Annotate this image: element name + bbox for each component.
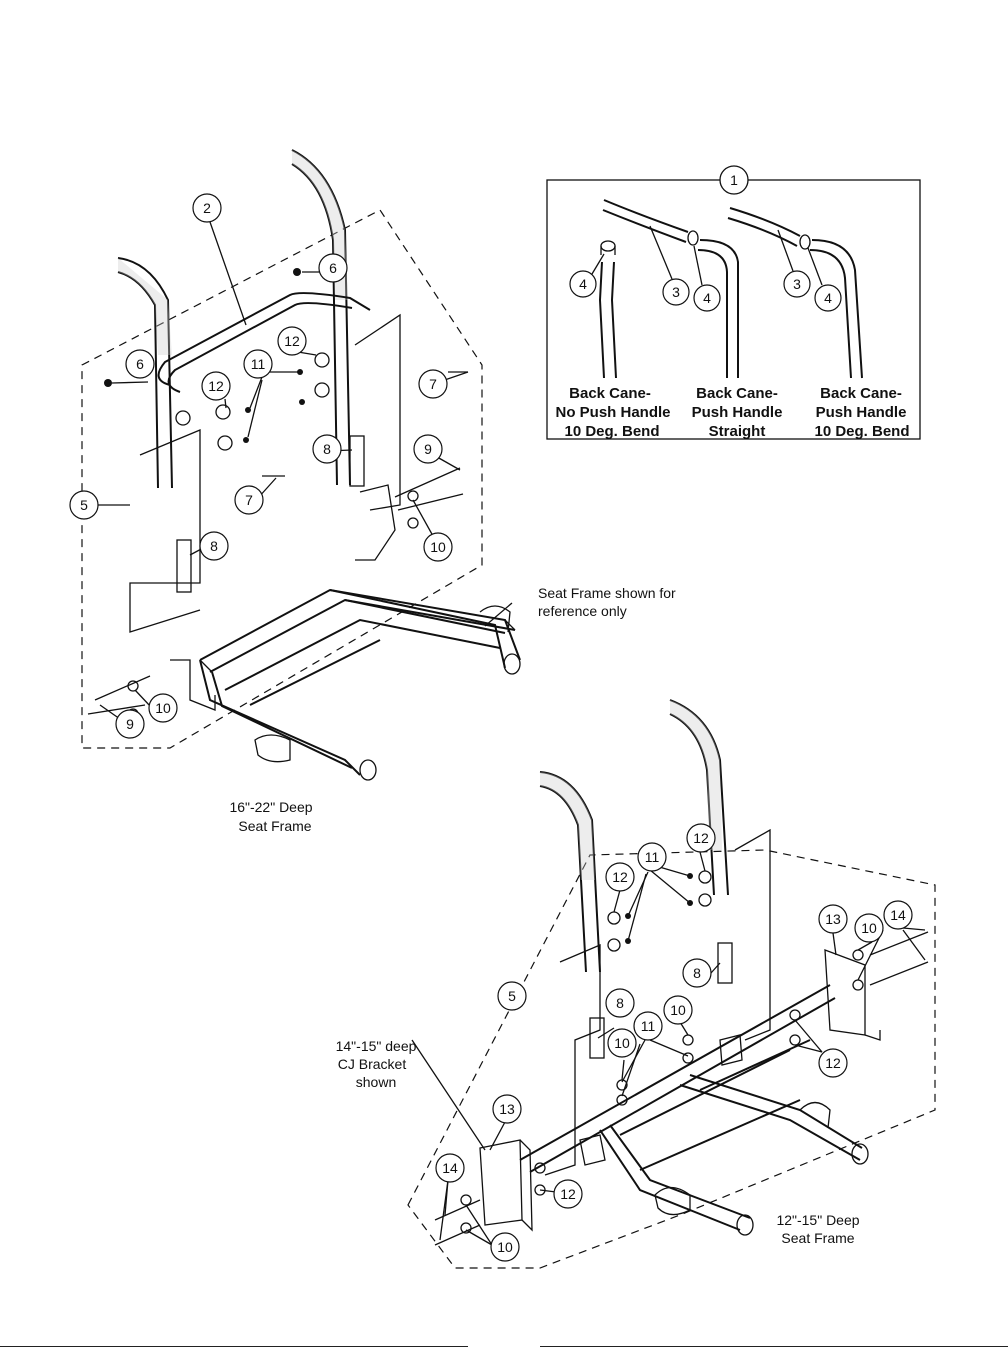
svg-text:10 Deg. Bend: 10 Deg. Bend bbox=[814, 423, 909, 440]
top-caption-line1: 16"-22" Deep bbox=[229, 799, 312, 815]
callout-14: 14 bbox=[890, 907, 906, 923]
seat-frame-bottom bbox=[519, 984, 869, 1236]
callout-6: 6 bbox=[329, 260, 337, 276]
callout-12: 12 bbox=[693, 830, 709, 846]
footer-rule-right bbox=[540, 1346, 1008, 1347]
callout-9: 9 bbox=[424, 441, 432, 457]
bracket-note-line2: CJ Bracket bbox=[338, 1056, 407, 1072]
callout-11: 11 bbox=[251, 356, 266, 372]
back-cane-inset: 1 4 3 bbox=[546, 165, 921, 440]
callout-10: 10 bbox=[155, 700, 171, 716]
inset-callouts: 4 3 4 3 4 bbox=[569, 225, 842, 312]
callout-12: 12 bbox=[612, 869, 628, 885]
callout-2: 2 bbox=[203, 200, 211, 216]
svg-text:Back Cane-: Back Cane- bbox=[696, 385, 778, 402]
svg-text:Back Cane-: Back Cane- bbox=[569, 385, 651, 402]
callout-10: 10 bbox=[861, 920, 877, 936]
callout-7: 7 bbox=[245, 492, 253, 508]
callout-10: 10 bbox=[497, 1239, 513, 1255]
svg-text:3: 3 bbox=[672, 284, 680, 300]
inset-callout-1: 1 bbox=[730, 172, 738, 188]
callout-14: 14 bbox=[442, 1160, 458, 1176]
seat-frame-top bbox=[170, 484, 521, 781]
callout-5: 5 bbox=[80, 497, 88, 513]
svg-text:Straight: Straight bbox=[709, 423, 766, 440]
callout-7: 7 bbox=[429, 376, 437, 392]
callout-10: 10 bbox=[670, 1002, 686, 1018]
callout-9: 9 bbox=[126, 716, 134, 732]
callout-13: 13 bbox=[499, 1101, 515, 1117]
svg-text:10 Deg. Bend: 10 Deg. Bend bbox=[564, 423, 659, 440]
callout-8: 8 bbox=[210, 538, 218, 554]
inset-captions: Back Cane- No Push Handle 10 Deg. Bend B… bbox=[555, 385, 909, 440]
callout-13: 13 bbox=[825, 911, 841, 927]
callout-11: 11 bbox=[645, 849, 660, 865]
callout-10: 10 bbox=[430, 539, 446, 555]
callout-6: 6 bbox=[136, 356, 144, 372]
callout-8: 8 bbox=[323, 441, 331, 457]
top-callouts: 2 6 6 12 12 11 7 7 8 8 5 9 9 10 bbox=[69, 193, 453, 739]
svg-text:3: 3 bbox=[793, 276, 801, 292]
bracket-note-line1: 14"-15" deep bbox=[336, 1038, 417, 1054]
callout-12: 12 bbox=[560, 1186, 576, 1202]
bracket-note-line3: shown bbox=[356, 1074, 396, 1090]
bottom-callouts: 12 11 12 13 10 14 8 8 10 5 10 11 12 bbox=[435, 823, 913, 1262]
svg-text:Push Handle: Push Handle bbox=[816, 404, 907, 421]
reference-note-line1: Seat Frame shown for bbox=[538, 585, 676, 601]
svg-text:4: 4 bbox=[579, 276, 587, 292]
bottom-assembly: 12 11 12 13 10 14 8 8 10 5 10 11 12 bbox=[336, 699, 936, 1269]
callout-12: 12 bbox=[825, 1055, 841, 1071]
callout-8: 8 bbox=[616, 995, 624, 1011]
svg-text:4: 4 bbox=[824, 290, 832, 306]
bottom-caption-line2: Seat Frame bbox=[781, 1230, 854, 1246]
back-cane-push-handle-straight bbox=[602, 199, 739, 378]
back-cane-no-push-handle bbox=[598, 240, 617, 379]
callout-8: 8 bbox=[693, 965, 701, 981]
svg-text:4: 4 bbox=[703, 290, 711, 306]
svg-text:Push Handle: Push Handle bbox=[692, 404, 783, 421]
svg-text:No Push Handle: No Push Handle bbox=[555, 404, 670, 421]
top-assembly: 2 6 6 12 12 11 7 7 8 8 5 9 9 10 bbox=[69, 149, 676, 834]
reference-note-line2: reference only bbox=[538, 603, 627, 619]
bottom-caption-line1: 12"-15" Deep bbox=[776, 1212, 859, 1228]
back-cane-push-handle-bend bbox=[727, 207, 863, 379]
footer-rule-left bbox=[0, 1346, 468, 1347]
callout-11: 11 bbox=[641, 1018, 656, 1034]
svg-text:Back Cane-: Back Cane- bbox=[820, 385, 902, 402]
callout-12: 12 bbox=[208, 378, 224, 394]
callout-5: 5 bbox=[508, 988, 516, 1004]
top-caption-line2: Seat Frame bbox=[238, 818, 311, 834]
callout-12: 12 bbox=[284, 333, 300, 349]
callout-10: 10 bbox=[614, 1035, 630, 1051]
